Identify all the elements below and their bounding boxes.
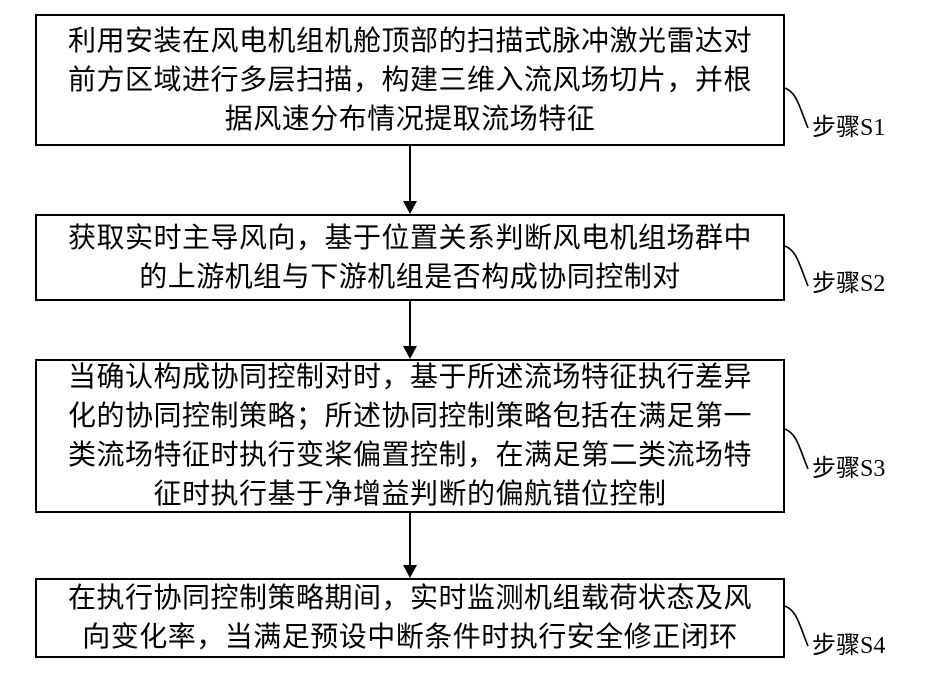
step-box-s2: 获取实时主导风向，基于位置关系判断风电机组场群中 的上游机组与下游机组是否构成协… bbox=[35, 214, 785, 301]
step-label-s2: 步骤S2 bbox=[812, 271, 886, 297]
arrow-shaft bbox=[409, 301, 411, 347]
leader-line-s1 bbox=[784, 86, 816, 132]
arrow-head bbox=[403, 565, 417, 578]
down-arrow-3 bbox=[403, 513, 417, 578]
step-box-s3: 当确认构成协同控制对时，基于所述流场特征执行差异 化的协同控制策略；所述协同控制… bbox=[35, 359, 785, 513]
step-label-s1: 步骤S1 bbox=[812, 115, 886, 141]
down-arrow-2 bbox=[403, 301, 417, 359]
step-text-s4: 在执行协同控制策略期间，实时监测机组载荷状态及风 向变化率，当满足预设中断条件时… bbox=[67, 583, 752, 653]
step-box-s4: 在执行协同控制策略期间，实时监测机组载荷状态及风 向变化率，当满足预设中断条件时… bbox=[35, 578, 785, 658]
down-arrow-1 bbox=[403, 146, 417, 214]
leader-line-s3 bbox=[784, 427, 816, 473]
leader-line-s4 bbox=[784, 604, 816, 650]
step-text-s3: 当确认构成协同控制对时，基于所述流场特征执行差异 化的协同控制策略；所述协同控制… bbox=[67, 362, 752, 510]
step-label-s3: 步骤S3 bbox=[812, 456, 886, 482]
arrow-head bbox=[403, 201, 417, 214]
step-text-s2: 获取实时主导风向，基于位置关系判断风电机组场群中 的上游机组与下游机组是否构成协… bbox=[67, 222, 752, 293]
step-label-s4: 步骤S4 bbox=[812, 633, 886, 659]
arrow-head bbox=[403, 346, 417, 359]
arrow-shaft bbox=[409, 513, 411, 566]
arrow-shaft bbox=[409, 146, 411, 202]
step-box-s1: 利用安装在风电机组机舱顶部的扫描式脉冲激光雷达对 前方区域进行多层扫描，构建三维… bbox=[35, 14, 785, 146]
step-text-s1: 利用安装在风电机组机舱顶部的扫描式脉冲激光雷达对 前方区域进行多层扫描，构建三维… bbox=[67, 25, 752, 135]
leader-line-s2 bbox=[784, 244, 816, 290]
